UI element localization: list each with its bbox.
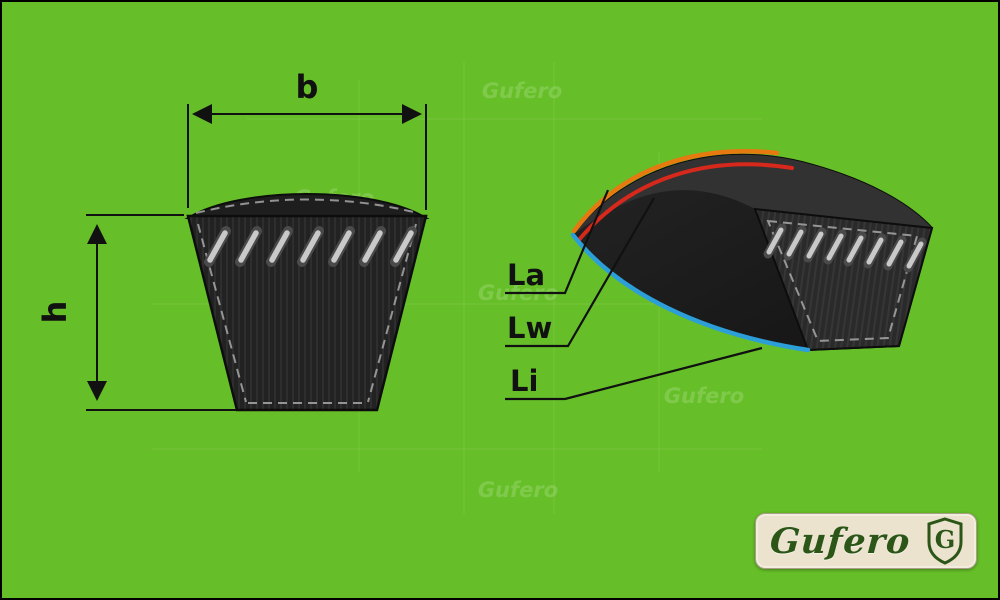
dashed-outline [195, 198, 419, 404]
outer-length-line-la [571, 149, 780, 234]
gufero-logo: Gufero G [755, 513, 977, 569]
width-dimension: b [187, 68, 427, 210]
pitch-length-line-lw [576, 162, 794, 243]
watermark-text: Gufero [664, 384, 744, 408]
inner-length-line-li [570, 232, 811, 353]
height-label: h [36, 301, 74, 324]
logo-brand-text: Gufero [768, 520, 912, 562]
belt-3d-top-surface [573, 154, 932, 235]
la-leader-line [505, 189, 610, 295]
li-leader-line [505, 346, 763, 401]
belt-cross-section [184, 193, 430, 412]
la-label: La [507, 258, 545, 292]
lw-label: Lw [507, 311, 552, 345]
length-labels: La Lw Li [505, 189, 763, 401]
li-label: Li [510, 364, 538, 398]
belt-3d [570, 149, 934, 353]
height-dimension: h [36, 214, 236, 411]
watermark-text: Gufero [482, 79, 562, 103]
logo-shield-icon: G [927, 517, 963, 565]
watermark-text: Gufero [478, 478, 558, 502]
cut-face-dashed-outline [766, 219, 919, 343]
width-label: b [296, 68, 319, 106]
lw-leader-line [505, 197, 655, 348]
logo-shield-letter: G [935, 525, 956, 554]
